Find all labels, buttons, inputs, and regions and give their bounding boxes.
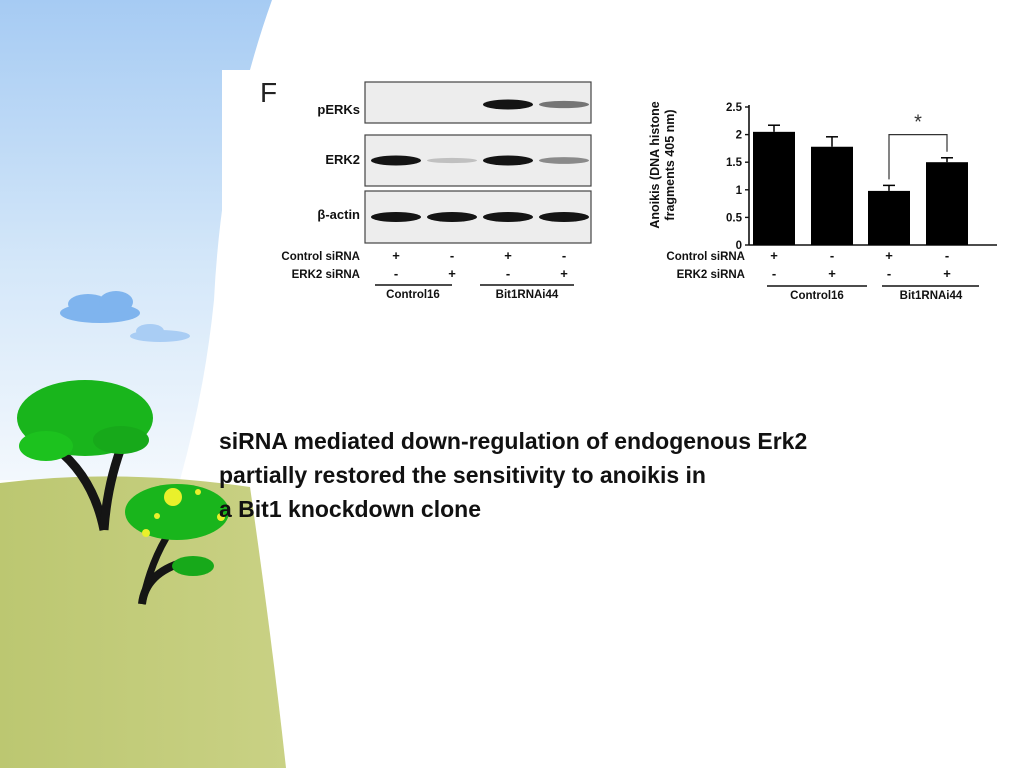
y-axis-label-line1: Anoikis (DNA histone (648, 101, 662, 228)
blot-group-label-1: Bit1RNAi44 (496, 289, 559, 301)
blot-sign: - (394, 266, 398, 281)
bar (868, 190, 910, 245)
chart-treatment-label-0: Control siRNA (666, 251, 745, 263)
y-tick-label: 2.5 (726, 102, 743, 114)
significance-bracket (888, 134, 948, 180)
bar (753, 131, 795, 245)
blot-band (483, 155, 533, 166)
blot-band (371, 155, 421, 166)
anoikis-bar-chart: Anoikis (DNA histone fragments 405 nm) 0… (648, 101, 997, 302)
bar (811, 146, 853, 245)
grass-area (0, 476, 286, 768)
blot-treatment-label-0: Control siRNA (281, 251, 360, 263)
blot-band (483, 212, 533, 222)
bar (926, 162, 968, 245)
y-tick-label: 0.5 (726, 212, 743, 224)
chart-group-label-1: Bit1RNAi44 (900, 290, 963, 302)
blot-band (427, 212, 477, 222)
sky-area (0, 0, 272, 480)
blot-group-label-0: Control16 (386, 289, 440, 301)
tree-icon (17, 380, 229, 605)
y-tick-label: 1 (736, 185, 743, 197)
figure-panel: F pERKs ERK2 β-actin Control siRNA ERK2 … (222, 70, 1012, 305)
blot-sign: - (506, 266, 510, 281)
blot-sign: - (562, 248, 566, 263)
blot-sign: + (448, 266, 456, 281)
blot-label-erk2: ERK2 (325, 152, 360, 167)
chart-sign: + (770, 248, 778, 263)
caption-line-3: a Bit1 knockdown clone (219, 496, 481, 522)
cloud-icon (60, 291, 190, 342)
y-tick-label: 0 (736, 240, 742, 252)
western-blot: F pERKs ERK2 β-actin Control siRNA ERK2 … (260, 77, 592, 301)
blot-band (539, 212, 589, 222)
caption-line-2: partially restored the sensitivity to an… (219, 462, 706, 488)
blot-sign: + (504, 248, 512, 263)
blot-band (427, 157, 477, 164)
slide-caption: siRNA mediated down-regulation of endoge… (219, 424, 999, 526)
chart-sign: - (945, 248, 949, 263)
blot-band (371, 212, 421, 222)
blot-band (483, 99, 533, 110)
significance-marker: * (914, 112, 922, 134)
y-tick-label: 1.5 (726, 157, 743, 169)
blot-sign: + (392, 248, 400, 263)
y-tick-label: 2 (736, 130, 742, 142)
chart-sign: - (772, 266, 776, 281)
figure-letter: F (260, 77, 277, 108)
blot-sign: - (450, 248, 454, 263)
chart-treatment-label-1: ERK2 siRNA (677, 269, 745, 281)
chart-sign: + (885, 248, 893, 263)
blot-label-beta-actin: β-actin (317, 207, 360, 222)
chart-sign: + (828, 266, 836, 281)
chart-sign: - (830, 248, 834, 263)
blot-treatment-label-1: ERK2 siRNA (292, 269, 360, 281)
chart-sign: + (943, 266, 951, 281)
y-axis-label-line2: fragments 405 nm) (663, 109, 677, 220)
chart-sign: - (887, 266, 891, 281)
blot-label-perks: pERKs (317, 102, 360, 117)
blot-band (539, 100, 589, 109)
chart-group-label-0: Control16 (790, 290, 844, 302)
caption-line-1: siRNA mediated down-regulation of endoge… (219, 428, 808, 454)
blot-sign: + (560, 266, 568, 281)
blot-band (539, 157, 589, 164)
